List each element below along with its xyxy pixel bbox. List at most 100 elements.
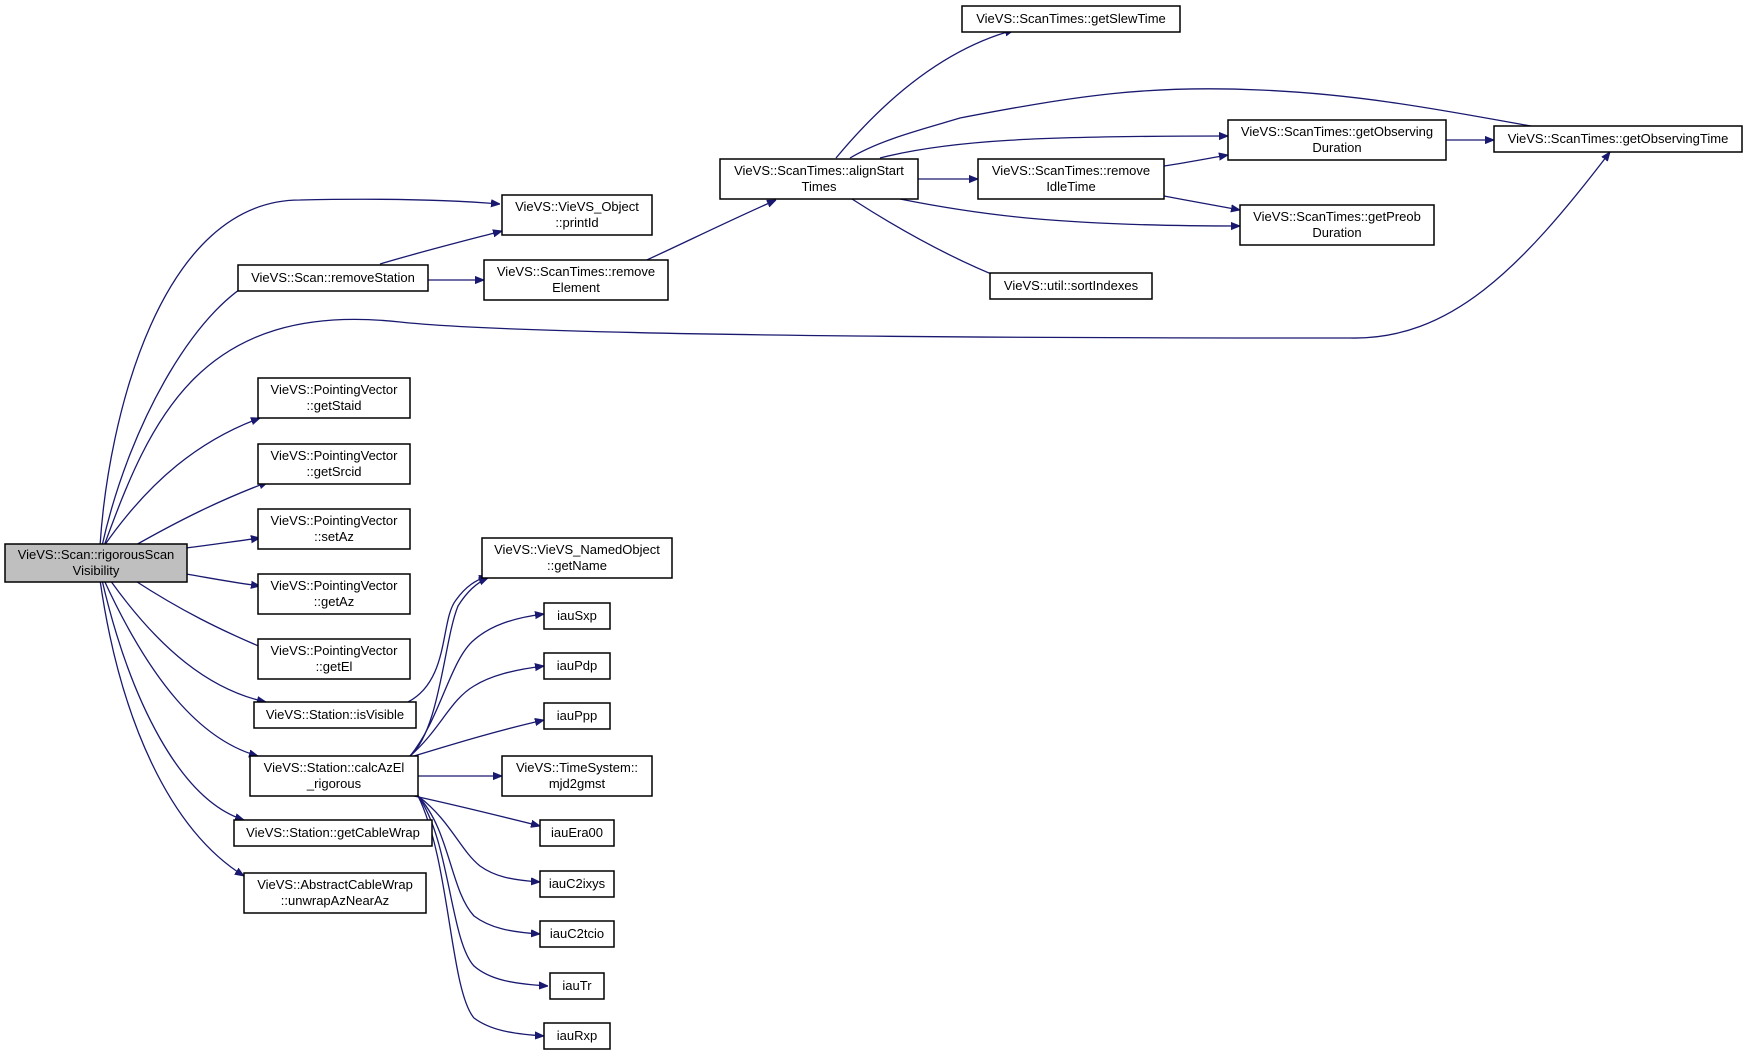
node-get-el[interactable]: VieVS::PointingVector ::getEl [257, 638, 411, 680]
edge-alignStartTimes-getObservingTime [849, 88, 1560, 159]
edge-rigorousScanVisibility-getEl [133, 579, 268, 651]
node-print-id[interactable]: VieVS::VieVS_Object ::printId [501, 194, 653, 236]
node-label: iauC2tcio [550, 926, 604, 941]
node-label: VieVS::Scan::removeStation [251, 270, 415, 285]
node-iau-c2ixys[interactable]: iauC2ixys [539, 870, 615, 898]
node-get-az[interactable]: VieVS::PointingVector ::getAz [257, 573, 411, 615]
edge-alignStartTimes-getObservingDuration [879, 136, 1228, 159]
edge-rigorousScanVisibility-getCableWrap [101, 579, 244, 820]
node-remove-station[interactable]: VieVS::Scan::removeStation [237, 264, 429, 292]
node-label-line-2: ::getAz [314, 594, 354, 609]
node-iau-c2tcio[interactable]: iauC2tcio [539, 920, 615, 948]
edges [99, 30, 1610, 1036]
node-label-line-2: ::getEl [316, 659, 353, 674]
node-calc-az-el-rigorous[interactable]: VieVS::Station::calcAzEl _rigorous [249, 755, 419, 797]
node-label-line-2: ::getName [547, 558, 607, 573]
node-remove-element[interactable]: VieVS::ScanTimes::remove Element [483, 259, 669, 301]
node-iau-tr[interactable]: iauTr [549, 972, 605, 1000]
edge-calcAzElRigorous-iauRxp [417, 795, 544, 1036]
node-get-observing-time[interactable]: VieVS::ScanTimes::getObservingTime [1493, 125, 1743, 153]
node-label-line-2: IdleTime [1046, 179, 1095, 194]
edge-calcAzElRigorous-iauSxp [409, 614, 544, 757]
node-label: iauSxp [557, 608, 597, 623]
node-label-line-1: VieVS::ScanTimes::getObserving [1241, 124, 1433, 139]
edge-rigorousScanVisibility-getStaid [103, 418, 260, 547]
node-label-line-1: VieVS::Station::calcAzEl [264, 760, 405, 775]
node-sort-indexes[interactable]: VieVS::util::sortIndexes [989, 272, 1153, 300]
edge-rigorousScanVisibility-calcAzElRigorous [103, 579, 258, 756]
node-label-line-1: VieVS::VieVS_Object [515, 199, 639, 214]
node-label: iauEra00 [551, 825, 603, 840]
edge-rigorousScanVisibility-isVisible [109, 579, 266, 702]
edge-alignStartTimes-getPreobDuration [899, 198, 1240, 226]
node-iau-ppp[interactable]: iauPpp [543, 702, 611, 730]
node-label-line-2: mjd2gmst [549, 776, 606, 791]
edge-rigorousScanVisibility-getSrcid [133, 482, 268, 547]
node-rigorous-scan-visibility[interactable]: VieVS::Scan::rigorousScan Visibility [4, 543, 188, 583]
node-label-line-1: VieVS::ScanTimes::remove [992, 163, 1150, 178]
edge-rigorousScanVisibility-removeStation [101, 276, 264, 547]
node-label-line-1: VieVS::PointingVector [271, 513, 399, 528]
node-label-line-2: ::printId [555, 215, 598, 230]
node-mjd2gmst[interactable]: VieVS::TimeSystem:: mjd2gmst [501, 755, 653, 797]
node-label-line-1: VieVS::ScanTimes::remove [497, 264, 655, 279]
node-label: VieVS::util::sortIndexes [1004, 278, 1139, 293]
edge-calcAzElRigorous-iauPpp [413, 720, 544, 757]
node-iau-sxp[interactable]: iauSxp [543, 602, 611, 630]
node-label: VieVS::ScanTimes::getSlewTime [976, 11, 1166, 26]
node-label-line-1: VieVS::PointingVector [271, 382, 399, 397]
node-label: iauTr [562, 978, 592, 993]
node-get-srcid[interactable]: VieVS::PointingVector ::getSrcid [257, 443, 411, 485]
node-label-line-1: VieVS::AbstractCableWrap [257, 877, 413, 892]
node-iau-rxp[interactable]: iauRxp [543, 1022, 611, 1050]
node-is-visible[interactable]: VieVS::Station::isVisible [253, 701, 417, 729]
edge-calcAzElRigorous-getName [409, 577, 488, 757]
node-get-preob-duration[interactable]: VieVS::ScanTimes::getPreob Duration [1239, 204, 1435, 246]
node-get-staid[interactable]: VieVS::PointingVector ::getStaid [257, 377, 411, 419]
node-set-az[interactable]: VieVS::PointingVector ::setAz [257, 508, 411, 550]
node-align-start-times[interactable]: VieVS::ScanTimes::alignStart Times [719, 158, 919, 200]
edge-rigorousScanVisibility-printId [99, 198, 500, 547]
node-label-line-2: ::getStaid [307, 398, 362, 413]
node-iau-pdp[interactable]: iauPdp [543, 652, 611, 680]
nodes: VieVS::Scan::rigorousScan Visibility Vie… [4, 5, 1743, 1050]
node-label-line-1: VieVS::VieVS_NamedObject [494, 542, 660, 557]
node-remove-idle-time[interactable]: VieVS::ScanTimes::remove IdleTime [977, 158, 1165, 200]
node-label-line-2: _rigorous [306, 776, 362, 791]
node-iau-era00[interactable]: iauEra00 [539, 819, 615, 847]
node-label-line-2: ::getSrcid [307, 464, 362, 479]
node-label-line-2: Times [802, 179, 837, 194]
node-label-line-1: VieVS::PointingVector [271, 448, 399, 463]
node-label: iauRxp [557, 1028, 597, 1043]
edge-removeElement-alignStartTimes [637, 199, 776, 265]
node-label-line-2: Duration [1312, 225, 1361, 240]
edge-rigorousScanVisibility-getAz [185, 573, 260, 586]
node-label-line-1: VieVS::Scan::rigorousScan [18, 547, 175, 562]
node-label-line-2: Element [552, 280, 600, 295]
node-label-line-2: Duration [1312, 140, 1361, 155]
edge-calcAzElRigorous-iauPdp [409, 666, 544, 757]
edge-removeStation-printId [379, 231, 502, 265]
node-label-line-1: VieVS::ScanTimes::getPreob [1253, 209, 1421, 224]
edge-rigorousScanVisibility-setAz [185, 538, 260, 549]
node-get-cable-wrap[interactable]: VieVS::Station::getCableWrap [233, 819, 433, 847]
node-get-name[interactable]: VieVS::VieVS_NamedObject ::getName [481, 537, 673, 579]
node-label: VieVS::Station::isVisible [266, 707, 404, 722]
edge-alignStartTimes-getSlewTime [835, 30, 1014, 159]
node-unwrap-az-near-az[interactable]: VieVS::AbstractCableWrap ::unwrapAzNearA… [243, 872, 427, 914]
node-get-observing-duration[interactable]: VieVS::ScanTimes::getObserving Duration [1227, 119, 1447, 161]
edge-rigorousScanVisibility-unwrapAzNearAz [99, 579, 244, 876]
edge-calcAzElRigorous-iauEra00 [413, 795, 540, 826]
node-label: VieVS::ScanTimes::getObservingTime [1508, 131, 1729, 146]
edge-removeIdleTime-getObservingDuration [1163, 155, 1228, 167]
edge-rigorousScanVisibility-getObservingTime [103, 152, 1610, 547]
edge-calcAzElRigorous-iauC2ixys [417, 795, 540, 882]
node-label-line-1: VieVS::ScanTimes::alignStart [734, 163, 904, 178]
edge-removeIdleTime-getPreobDuration [1163, 195, 1240, 210]
node-label-line-2: ::setAz [314, 529, 354, 544]
edge-calcAzElRigorous-iauTr [417, 795, 548, 986]
node-label: iauPpp [557, 708, 597, 723]
node-get-slew-time[interactable]: VieVS::ScanTimes::getSlewTime [961, 5, 1181, 33]
edge-calcAzElRigorous-iauC2tcio [417, 795, 540, 934]
